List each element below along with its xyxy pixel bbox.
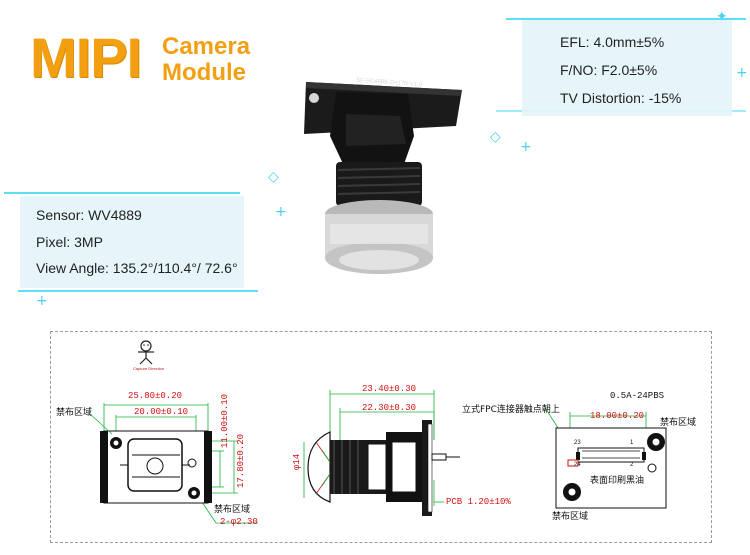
keepout-label-back-top: 禁布区域 xyxy=(660,418,697,428)
spec-pixel: Pixel: 3MP xyxy=(36,234,103,250)
dim-front-width-inner: 20.00±0.10 xyxy=(134,407,189,417)
glow-line xyxy=(18,290,258,292)
print-note: 表面印刷黑油 xyxy=(590,476,645,486)
spec-panel-left xyxy=(20,196,244,288)
logo-caption: Capture Direction xyxy=(133,366,165,371)
dim-front-holes: 2-φ2.30 xyxy=(220,517,258,527)
plus-icon: + xyxy=(736,65,748,81)
spec-efl: EFL: 4.0mm±5% xyxy=(560,34,665,50)
spec-fno: F/NO: F2.0±5% xyxy=(560,62,658,78)
dim-side-length-inner: 22.30±0.30 xyxy=(362,403,417,413)
diamond-icon: ◇ xyxy=(490,129,501,145)
plus-icon: + xyxy=(275,204,287,220)
leader-line xyxy=(89,413,113,435)
pin-1-label: 1 xyxy=(630,440,634,446)
diamond-icon: ◇ xyxy=(268,169,279,185)
spec-distortion: TV Distortion: -15% xyxy=(560,90,682,106)
dim-back-width: 18.00±0.20 xyxy=(590,411,645,421)
dim-front-width-outer: 25.80±0.20 xyxy=(128,391,183,401)
dim-front-height-inner: 11.00±0.10 xyxy=(220,393,230,448)
spec-view-angle: View Angle: 135.2°/110.4°/ 72.6° xyxy=(36,260,238,276)
connector-note: 立式FPC连接器触点朝上 xyxy=(462,405,560,415)
pin-2-label: 2 xyxy=(630,462,634,468)
dim-side-lens-dia: φ14 xyxy=(292,453,302,470)
title-camera: Camera xyxy=(162,33,251,60)
sparkle-icon: ✦ xyxy=(716,9,728,25)
side-view-drawing xyxy=(303,390,460,516)
keepout-label-front-bottom: 禁布区域 xyxy=(214,505,251,515)
back-view-drawing xyxy=(543,405,667,509)
title-module: Module xyxy=(162,59,246,86)
keepout-label-back-bottom: 禁布区域 xyxy=(552,512,589,522)
camera-module-image xyxy=(304,82,462,274)
front-view-drawing xyxy=(100,403,258,524)
spec-sensor: Sensor: WV4889 xyxy=(36,207,142,223)
glow-line xyxy=(4,192,240,194)
keepout-label-front-top: 禁布区域 xyxy=(56,408,93,418)
plus-icon: + xyxy=(520,139,532,155)
glow-line xyxy=(506,18,746,20)
dim-front-height-outer: 17.80±0.20 xyxy=(236,433,246,488)
pin-24-label: 24 xyxy=(574,462,581,468)
connector-part-label: 0.5A-24PBS xyxy=(610,391,665,401)
plus-icon: + xyxy=(36,293,48,309)
spec-panel-right xyxy=(522,20,732,116)
dim-side-length-outer: 23.40±0.30 xyxy=(362,384,417,394)
dim-side-pcb: PCB 1.20±10% xyxy=(446,497,511,507)
title-mipi: MIPI xyxy=(30,26,142,89)
pin-23-label: 23 xyxy=(574,440,581,446)
stick-figure-logo-icon xyxy=(138,340,154,365)
